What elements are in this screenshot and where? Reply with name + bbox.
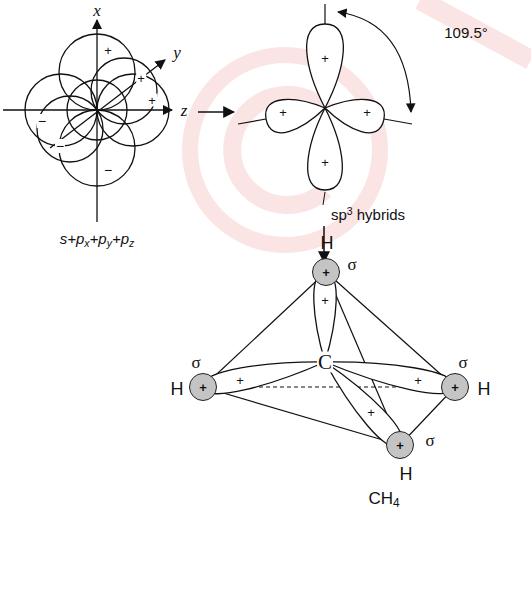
phase-sign: − xyxy=(55,139,65,153)
phase-sign: + xyxy=(320,294,330,307)
methane xyxy=(200,272,456,453)
orbital-lobe xyxy=(37,96,103,162)
atom-sphere: H+ xyxy=(441,373,469,401)
phase-sign: + xyxy=(320,156,330,169)
hybrid-axis xyxy=(238,119,266,124)
watermark-ring xyxy=(190,55,380,245)
phase-sign: + xyxy=(366,406,376,419)
phase-sign: + xyxy=(136,72,146,85)
axis-label: z xyxy=(181,102,188,119)
watermark xyxy=(190,0,531,245)
atom-label: H xyxy=(171,380,184,398)
leader-line xyxy=(323,192,325,205)
step-arrow xyxy=(198,111,234,113)
atom-label: H xyxy=(478,380,491,398)
sigma-bond: σ xyxy=(458,354,467,371)
y-axis xyxy=(50,60,165,148)
atom-label: C xyxy=(317,352,333,373)
phase-sign: + xyxy=(103,44,113,57)
orbital-sum: s+px+py+pz xyxy=(60,231,135,249)
sp3-hybrids xyxy=(238,4,412,205)
phase-sign: + xyxy=(278,106,288,119)
phase-sign: + xyxy=(235,374,245,387)
atom-label: H xyxy=(400,465,413,483)
watermark-band xyxy=(420,0,531,60)
phase-sign: − xyxy=(37,114,47,128)
phase-sign: + xyxy=(322,266,330,279)
hybrid-label: sp3 hybrids xyxy=(331,206,405,223)
axis-label: y xyxy=(173,44,181,61)
sigma-bond: σ xyxy=(425,432,434,449)
z-axis xyxy=(3,109,172,110)
hybrid-axis xyxy=(384,119,412,124)
bond-lobe xyxy=(200,351,327,398)
phase-sign: + xyxy=(147,94,157,107)
phase-sign: + xyxy=(396,439,404,452)
phase-sign: + xyxy=(320,52,330,65)
hybrid-axis xyxy=(324,4,325,24)
tetrahedron xyxy=(203,272,455,445)
phase-sign: + xyxy=(451,381,459,394)
atom-sphere: H+ xyxy=(312,258,340,286)
phase-sign: − xyxy=(103,163,113,177)
phase-sign: + xyxy=(362,106,372,119)
angle-arc xyxy=(338,12,411,112)
phase-sign: + xyxy=(199,381,207,394)
atom-sphere: H+ xyxy=(386,431,414,459)
sigma-bond: σ xyxy=(191,354,200,371)
atom-sphere: H+ xyxy=(189,373,217,401)
x-axis xyxy=(96,20,97,222)
tetrahedron-edge xyxy=(203,387,400,445)
bond-angle: 109.5° xyxy=(444,25,488,40)
phase-sign: + xyxy=(413,374,423,387)
sigma-bond: σ xyxy=(347,256,356,273)
axis-label: x xyxy=(93,2,101,19)
atom-label: H xyxy=(321,234,334,252)
axes xyxy=(3,20,172,222)
formula: CH4 xyxy=(368,490,399,510)
hybrid-lobe xyxy=(307,24,344,108)
hybrid-lobe xyxy=(308,108,343,190)
